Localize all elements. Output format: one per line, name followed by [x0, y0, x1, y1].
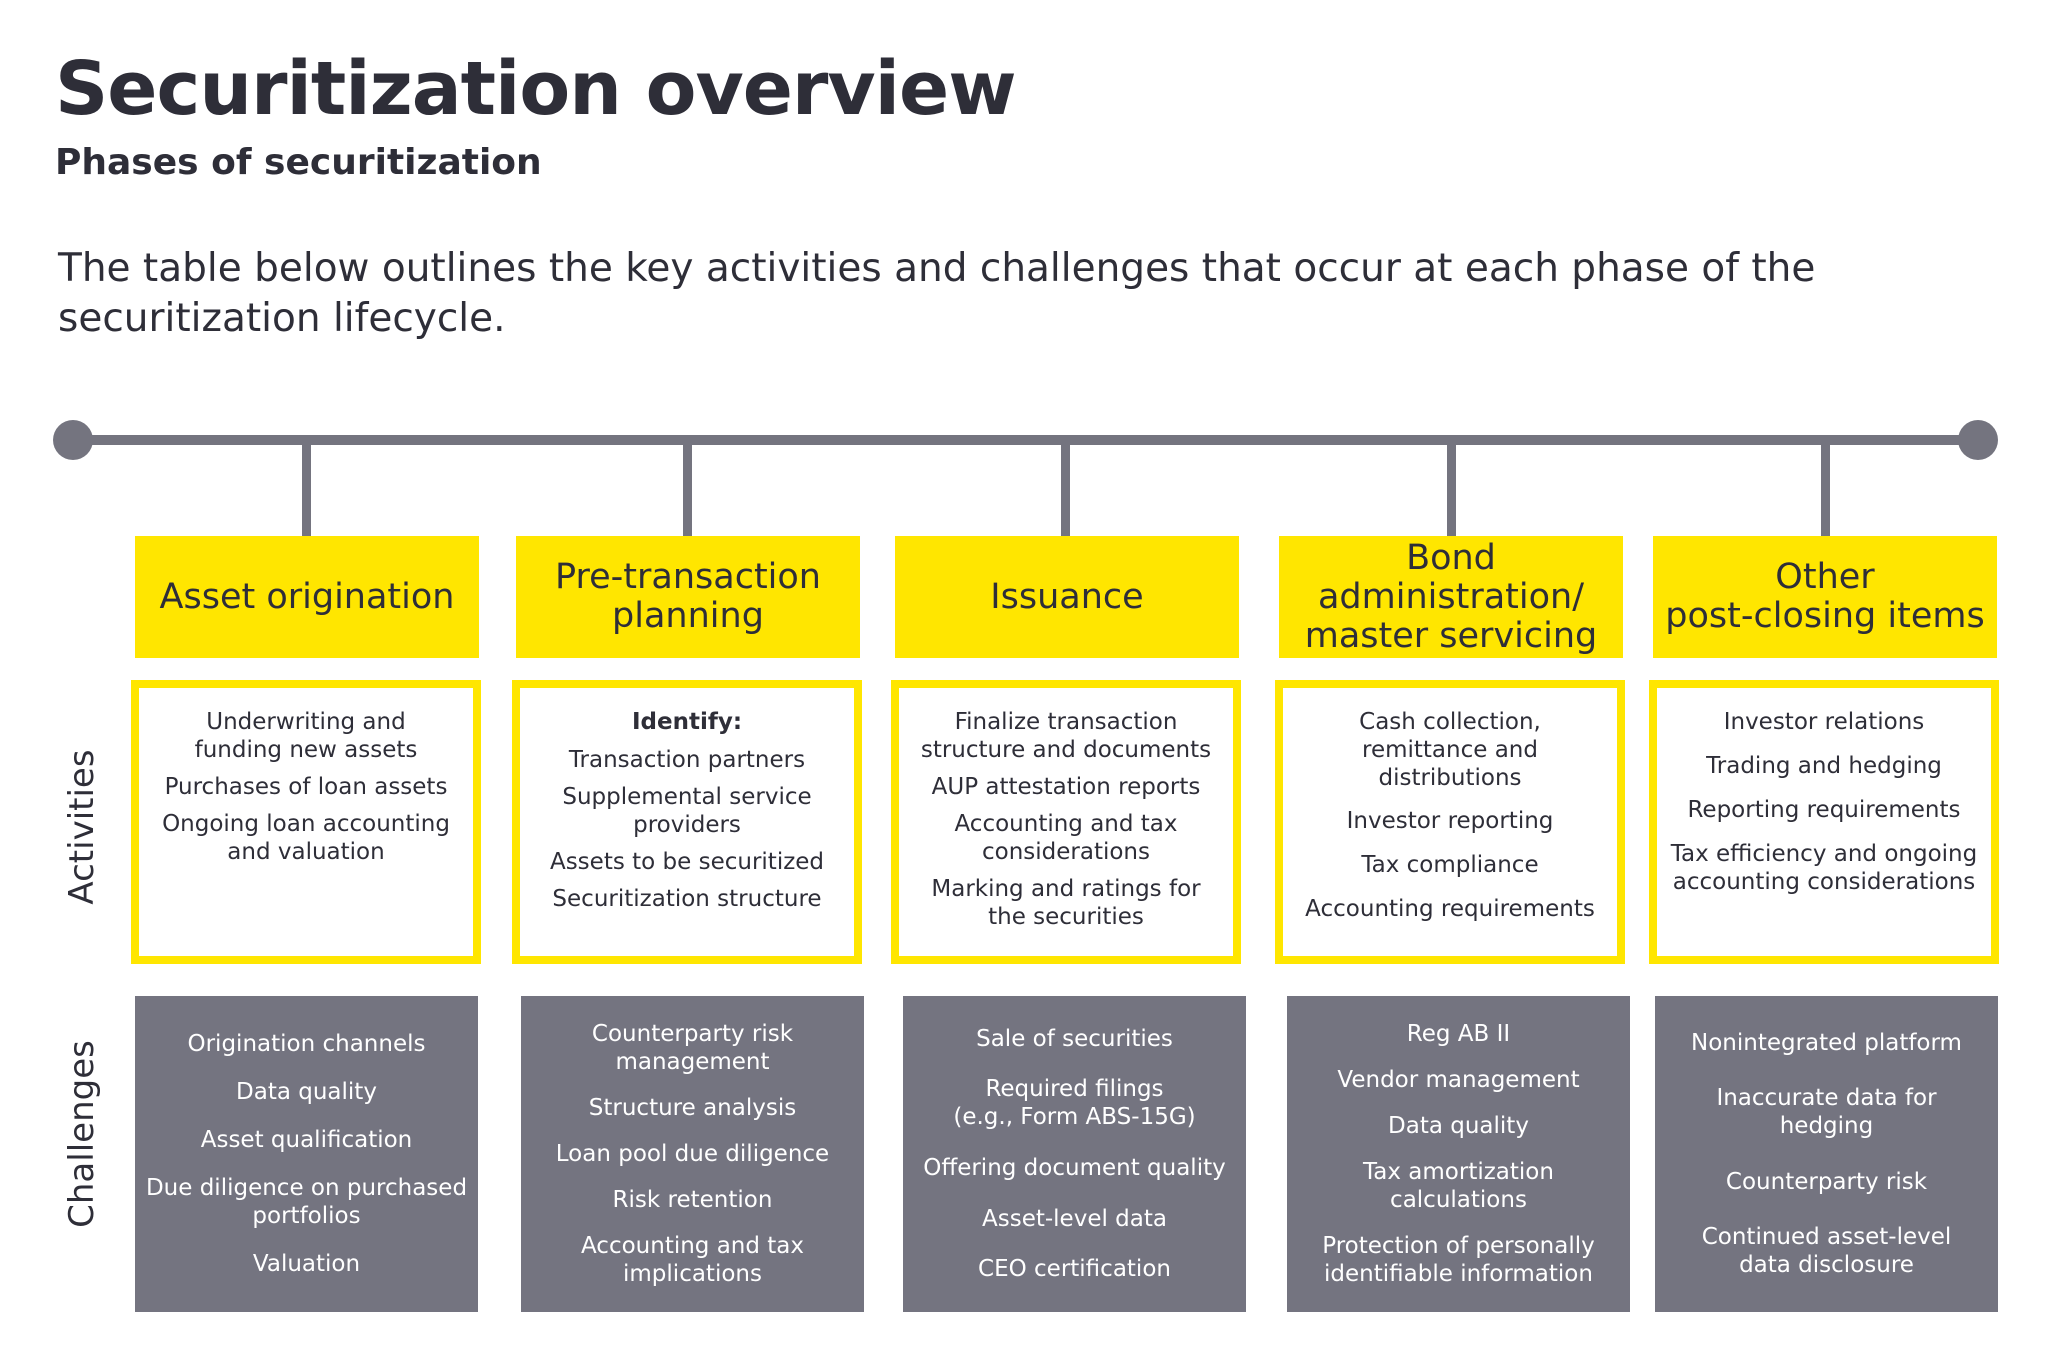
challenge-item: Sale of securities: [976, 1025, 1173, 1052]
timeline-connector: [302, 445, 311, 537]
phase-title: Asset origination: [159, 576, 455, 617]
activities-box-other-post-closing: Investor relations Trading and hedging R…: [1649, 680, 1999, 964]
activities-box-issuance: Finalize transaction structure and docum…: [891, 680, 1241, 964]
activity-item: Assets to be securitized: [549, 849, 825, 875]
page-title: Securitization overview: [55, 46, 1017, 132]
challenge-item: Data quality: [1388, 1113, 1529, 1139]
challenge-item: Data quality: [236, 1079, 377, 1105]
activity-item: Finalize transaction structure and docum…: [920, 709, 1212, 763]
phase-header-issuance: Issuance: [895, 536, 1239, 658]
challenge-item: Nonintegrated platform: [1691, 1030, 1962, 1057]
challenge-item: Vendor management: [1337, 1067, 1580, 1093]
activity-item: Trading and hedging: [1706, 753, 1942, 779]
activity-item: AUP attestation reports: [931, 774, 1201, 800]
phase-title: Issuance: [990, 576, 1144, 617]
phase-header-other-post-closing: Other post-closing items: [1653, 536, 1997, 658]
activities-box-asset-origination: Underwriting and funding new assets Purc…: [131, 680, 481, 964]
challenge-item: CEO certification: [978, 1256, 1171, 1283]
challenge-item: Counterparty risk management: [591, 1021, 794, 1075]
challenge-item: Tax amortization calculations: [1363, 1159, 1554, 1213]
phase-header-pre-transaction-planning: Pre-transaction planning: [516, 536, 860, 658]
activity-item: Investor relations: [1723, 709, 1925, 735]
phase-header-bond-administration: Bond administration/ master servicing: [1279, 536, 1623, 658]
activity-item: Tax efficiency and ongoing accounting co…: [1670, 841, 1978, 895]
challenge-item: Structure analysis: [588, 1095, 797, 1121]
challenges-box-pre-transaction-planning: Counterparty risk management Structure a…: [521, 996, 864, 1312]
activity-item: Supplemental service providers: [562, 784, 812, 838]
activity-item: Reporting requirements: [1687, 797, 1961, 823]
activity-item: Accounting requirements: [1305, 896, 1595, 922]
row-label-challenges: Challenges: [62, 1040, 102, 1228]
activity-item: Underwriting and funding new assets: [194, 709, 418, 763]
activities-heading: Identify:: [631, 709, 743, 735]
activity-item: Tax compliance: [1361, 852, 1539, 878]
activity-item: Marking and ratings for the securities: [931, 876, 1201, 930]
activities-box-pre-transaction-planning: Identify: Transaction partners Supplemen…: [512, 680, 862, 964]
challenge-item: Inaccurate data for hedging: [1716, 1085, 1937, 1140]
challenges-box-asset-origination: Origination channels Data quality Asset …: [135, 996, 478, 1312]
challenges-box-other-post-closing: Nonintegrated platform Inaccurate data f…: [1655, 996, 1998, 1312]
activity-item: Accounting and tax considerations: [954, 811, 1178, 865]
timeline-start-dot: [53, 420, 93, 460]
page-subtitle: Phases of securitization: [55, 142, 542, 183]
phase-title: Pre-transaction planning: [555, 557, 821, 636]
challenge-item: Continued asset-level data disclosure: [1701, 1223, 1952, 1278]
phase-header-asset-origination: Asset origination: [135, 536, 479, 658]
challenge-item: Counterparty risk: [1725, 1168, 1928, 1195]
challenge-item: Due diligence on purchased portfolios: [145, 1175, 468, 1229]
challenge-item: Accounting and tax implications: [580, 1233, 805, 1287]
challenge-item: Valuation: [252, 1251, 361, 1277]
activity-item: Securitization structure: [552, 886, 822, 912]
activity-item: Purchases of loan assets: [164, 774, 448, 800]
challenge-item: Offering document quality: [923, 1154, 1226, 1181]
challenge-item: Risk retention: [612, 1187, 773, 1213]
activity-item: Transaction partners: [568, 747, 806, 773]
challenge-item: Asset-level data: [982, 1205, 1167, 1232]
timeline-line: [72, 435, 1980, 445]
challenge-item: Asset qualification: [200, 1127, 413, 1153]
timeline-connector: [1061, 445, 1070, 537]
timeline-end-dot: [1958, 420, 1998, 460]
row-label-activities: Activities: [62, 749, 102, 905]
challenge-item: Reg AB II: [1406, 1021, 1511, 1047]
timeline-connector: [1447, 445, 1456, 537]
phase-title: Bond administration/ master servicing: [1304, 537, 1598, 656]
challenge-item: Origination channels: [187, 1031, 426, 1057]
challenges-box-bond-administration: Reg AB II Vendor management Data quality…: [1287, 996, 1630, 1312]
activities-box-bond-administration: Cash collection, remittance and distribu…: [1275, 680, 1625, 964]
timeline-connector: [1821, 445, 1830, 537]
activity-item: Cash collection, remittance and distribu…: [1359, 709, 1541, 791]
phase-title: Other post-closing items: [1665, 557, 1985, 636]
challenge-item: Required filings (e.g., Form ABS-15G): [953, 1076, 1196, 1131]
activity-item: Investor reporting: [1346, 808, 1554, 834]
challenge-item: Protection of personally identifiable in…: [1322, 1233, 1595, 1287]
timeline-connector: [683, 445, 692, 537]
challenges-box-issuance: Sale of securities Required filings (e.g…: [903, 996, 1246, 1312]
activity-item: Ongoing loan accounting and valuation: [162, 811, 450, 865]
challenge-item: Loan pool due diligence: [555, 1141, 830, 1167]
intro-text: The table below outlines the key activit…: [58, 246, 1816, 341]
